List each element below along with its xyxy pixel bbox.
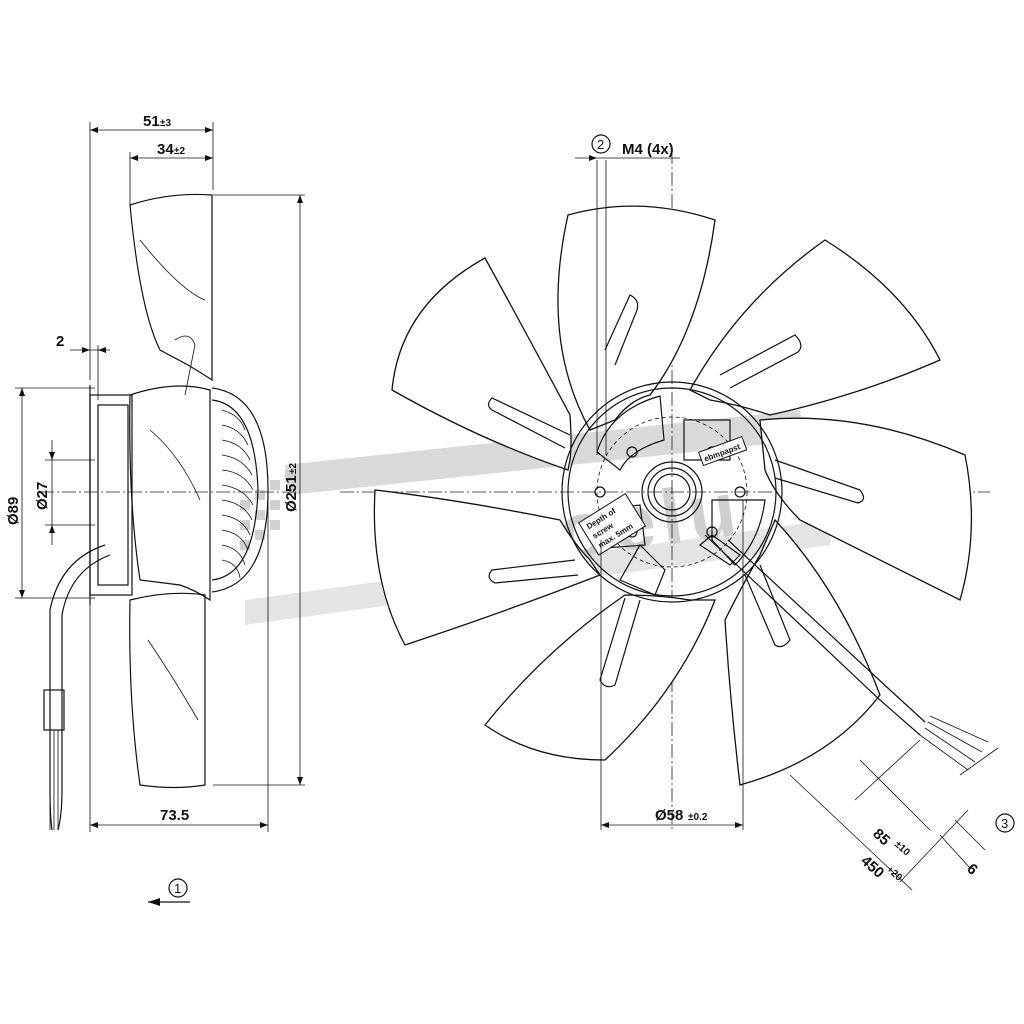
dim-blade-depth-tol: ±2	[174, 146, 185, 157]
side-view: 51 ±3 34 ±2 2 Ø89 Ø27 Ø251	[5, 113, 305, 906]
dim-bolt-circle: Ø58	[655, 807, 683, 824]
front-view: Depth of screw max. 5mm ebmpapst 2 M4 (4…	[340, 134, 1015, 891]
dim-overall-depth-tol: ±3	[160, 118, 171, 129]
dim-lead-long: 450	[857, 852, 887, 881]
dim-hub-diameter: Ø89	[5, 497, 22, 525]
dim-total-depth: 73.5	[160, 807, 189, 824]
dim-blade-depth: 34	[157, 141, 174, 158]
marker-cable: 3	[1001, 816, 1008, 831]
cable	[698, 534, 999, 776]
dim-lead-short-tol: ±10	[892, 839, 912, 859]
dim-offset: 2	[56, 333, 64, 350]
dim-lead-short: 85	[869, 825, 893, 849]
dim-thread: M4 (4x)	[622, 141, 674, 158]
dim-shaft-diameter: Ø27	[34, 482, 51, 510]
dim-fan-diameter: Ø251	[283, 475, 300, 512]
hub-label-depth: Depth of screw max. 5mm	[577, 493, 647, 556]
dim-overall-depth: 51	[143, 113, 160, 130]
marker-view: 1	[174, 881, 181, 896]
dim-bolt-circle-tol: ±0.2	[688, 812, 708, 823]
marker-mount: 2	[597, 137, 604, 152]
dim-fan-diameter-tol: ±2	[288, 463, 299, 474]
